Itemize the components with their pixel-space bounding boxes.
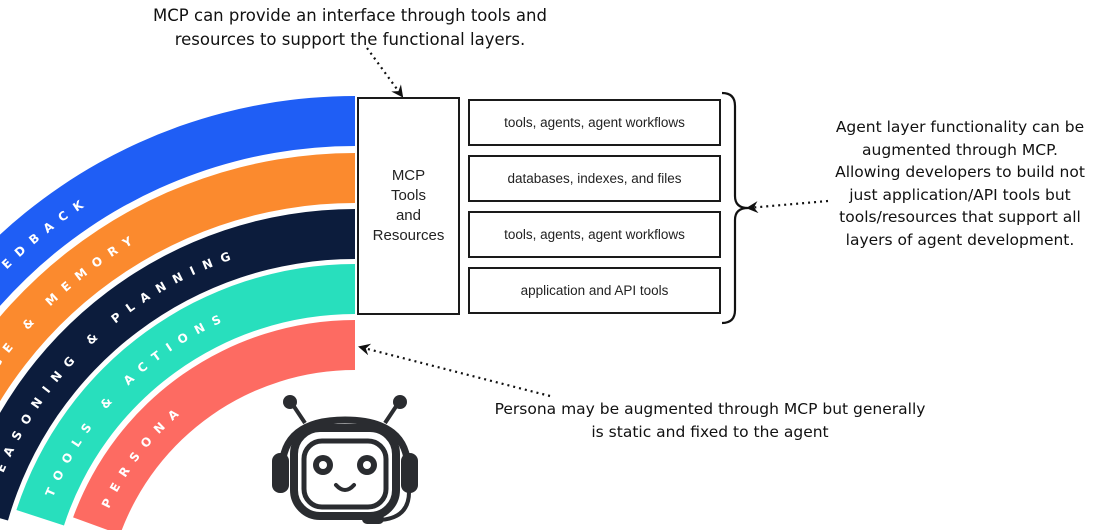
persona-annotation-line: Persona may be augmented through MCP but… [494, 400, 926, 418]
top-annotation: MCP can provide an interface through too… [100, 4, 600, 52]
right-annotation-line: layers of agent development. [845, 230, 1075, 249]
layer-arc-4 [16, 264, 355, 526]
top-note-arrow [366, 47, 404, 98]
resource-box-label: application and API tools [520, 283, 669, 298]
mcp-box-line: Resources [372, 227, 445, 244]
resource-box-label: tools, agents, agent workflows [504, 227, 685, 242]
resource-box-tools-agents-1: tools, agents, agent workflows [468, 99, 721, 146]
top-annotation-line: MCP can provide an interface through too… [153, 6, 547, 25]
resource-box-label: databases, indexes, and files [507, 171, 682, 186]
resource-box-tools-agents-2: tools, agents, agent workflows [468, 211, 721, 258]
layer-arc-1 [0, 96, 355, 307]
layer-arcs [0, 96, 355, 530]
layer-arc-3 [0, 209, 355, 521]
resource-box-application-api: application and API tools [468, 267, 721, 314]
mcp-box-line: Tools [390, 187, 426, 204]
persona-annotation-line: is static and fixed to the agent [591, 423, 829, 441]
curly-brace [721, 91, 749, 325]
right-annotation-line: Allowing developers to build not [835, 163, 1085, 181]
mcp-box-line: MCP [391, 167, 426, 184]
mcp-box-line: and [395, 207, 421, 224]
persona-annotation: Persona may be augmented through MCP but… [450, 398, 970, 444]
right-note-arrow [746, 199, 829, 214]
resource-box-databases: databases, indexes, and files [468, 155, 721, 202]
mcp-tools-resources-box: MCP Tools and Resources [357, 97, 460, 315]
right-annotation-line: augmented through MCP. [862, 140, 1058, 159]
layer-arc-5 [73, 320, 355, 530]
layer-arc-2 [0, 153, 355, 402]
right-annotation-line: tools/resources that support all [839, 208, 1081, 226]
robot-headset-icon [272, 395, 418, 524]
resource-box-label: tools, agents, agent workflows [504, 115, 685, 130]
right-annotation-line: Agent layer functionality can be [835, 118, 1085, 136]
right-annotation-line: just application/API tools but [849, 185, 1071, 204]
right-annotation: Agent layer functionality can be augment… [810, 116, 1100, 251]
persona-note-arrow [358, 343, 551, 398]
top-annotation-line: resources to support the functional laye… [174, 30, 526, 49]
